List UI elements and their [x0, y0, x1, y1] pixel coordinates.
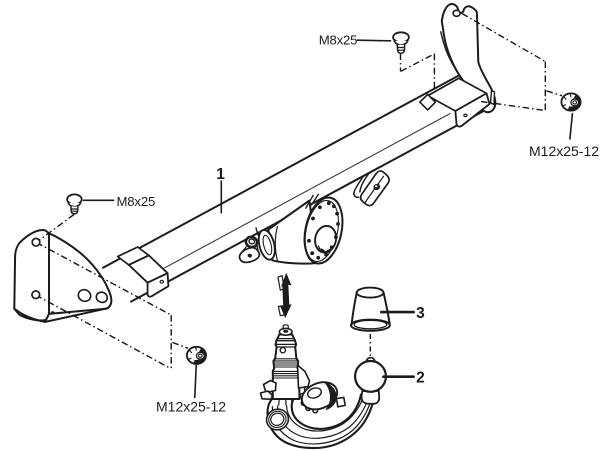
svg-text:1: 1 — [216, 166, 225, 183]
svg-text:M8x25: M8x25 — [319, 33, 358, 48]
svg-text:M12x25-12: M12x25-12 — [156, 399, 226, 415]
svg-text:2: 2 — [416, 370, 425, 387]
svg-text:M12x25-12: M12x25-12 — [529, 143, 599, 159]
svg-text:M8x25: M8x25 — [117, 194, 156, 209]
svg-text:3: 3 — [416, 305, 425, 322]
